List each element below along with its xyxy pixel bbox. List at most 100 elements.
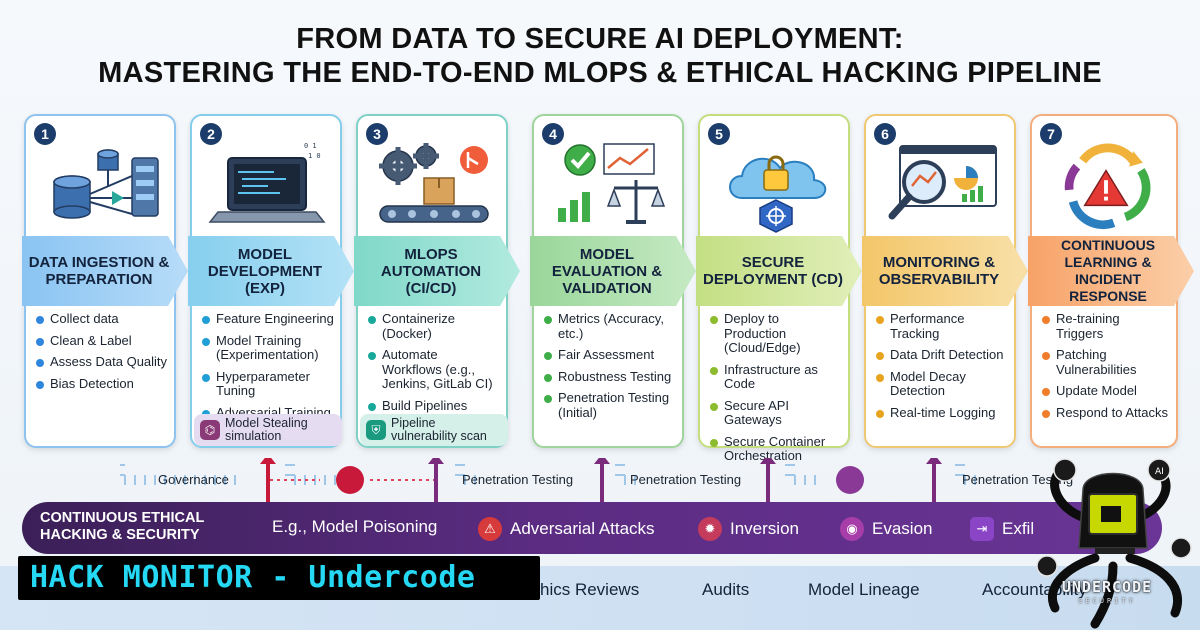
checkmark-chart-scale-icon (546, 136, 674, 236)
list-item: Re-training Triggers (1042, 311, 1170, 341)
stage-number: 1 (34, 123, 56, 145)
governance-item: Model Lineage (808, 580, 920, 599)
lane-label-pentest: Penetration Testing (462, 472, 574, 487)
spy-icon: ⌬ (200, 420, 220, 440)
cloud-lock-icon (712, 136, 840, 236)
stage-number: 5 (708, 123, 730, 145)
list-item: Performance Tracking (876, 311, 1008, 341)
watermark-text: HACK MONITOR - Undercode (30, 560, 476, 595)
note-label: Model Stealing simulation (225, 416, 308, 443)
lane-label-governance: Governance (158, 472, 229, 487)
stage-title: Continuous Learning & Incident Response (1028, 236, 1194, 306)
ethics-item: ✹ Inversion (698, 517, 799, 541)
ethics-item-label: E.g., Model Poisoning (272, 517, 438, 536)
stage-items: Re-training Triggers Patching Vulnerabil… (1042, 311, 1170, 427)
watermark-banner: HACK MONITOR - Undercode (18, 556, 540, 600)
warning-icon: ⚠ (478, 517, 502, 541)
stage-number: 7 (1040, 123, 1062, 145)
stage-card-1: 1 Data Ingestion & Preparation Collect d… (22, 114, 188, 448)
list-item: Bias Detection (36, 376, 168, 392)
list-item: Clean & Label (36, 333, 168, 349)
list-item: Respond to Attacks (1042, 405, 1170, 421)
page-title: FROM DATA TO SECURE AI DEPLOYMENT: MASTE… (0, 22, 1200, 90)
title-line-2: MASTERING THE END-TO-END MLOPS & ETHICAL… (98, 57, 1102, 89)
undercode-logo-sub: SECURITY (1078, 597, 1136, 605)
gears-conveyor-icon (370, 136, 498, 236)
governance-item: hics Reviews (540, 580, 640, 599)
ethics-item: ◉ Evasion (840, 517, 932, 541)
stage-items: Collect data Clean & Label Assess Data Q… (36, 311, 168, 398)
stage-title: Monitoring & Observability (862, 236, 1028, 306)
stage-card-7: 7 Continuous Learning & Incident Respons… (1028, 114, 1194, 448)
list-item: Infrastructure as Code (710, 362, 842, 392)
ethics-item-label: Exfil (1002, 519, 1035, 538)
magnifier-dashboard-icon (878, 136, 1006, 236)
list-item: Real-time Logging (876, 405, 1008, 421)
stage-number: 6 (874, 123, 896, 145)
stage-card-5: 5 Secure Deployment (CD) Deploy to Produ… (696, 114, 862, 463)
ethics-item-label: Evasion (872, 519, 933, 538)
ethics-item-label: Inversion (730, 519, 799, 538)
ethics-item: E.g., Model Poisoning (272, 517, 437, 537)
stage-number: 3 (366, 123, 388, 145)
list-item: Secure Container Orchestration (710, 434, 842, 464)
flow-arrows (120, 458, 980, 504)
stage-title: MLOps Automation (CI/CD) (354, 236, 520, 306)
list-item: Feature Engineering (202, 311, 334, 327)
octopus-mascot-icon: AI (1036, 458, 1192, 629)
ethics-item: ⚠ Adversarial Attacks (478, 517, 655, 541)
stage-items: Performance Tracking Data Drift Detectio… (876, 311, 1008, 427)
lane-label-pentest: Penetration Testing (630, 472, 742, 487)
cycle-alert-icon (1044, 136, 1168, 236)
stage-note: ⛨ Pipeline vulnerability scan (360, 414, 508, 446)
stage-title: Data Ingestion & Preparation (22, 236, 188, 306)
lane-label-pentest: Penetration Testing (962, 472, 1074, 487)
stage-title: Model Development (EXP) (188, 236, 354, 306)
stage-card-6: 6 Monitoring & Observability Performance… (862, 114, 1028, 448)
note-label: Pipeline vulnerability scan (391, 416, 487, 443)
list-item: Robustness Testing (544, 369, 676, 385)
virus-icon: ✹ (698, 517, 722, 541)
list-item: Data Drift Detection (876, 347, 1008, 363)
exit-icon: ⇥ (970, 517, 994, 541)
list-item: Build Pipelines (368, 398, 500, 414)
stage-card-2: 2 0 11 0 Model Development (EXP) Feature… (188, 114, 354, 448)
list-item: Metrics (Accuracy, etc.) (544, 311, 676, 341)
list-item: Patching Vulnerabilities (1042, 347, 1170, 377)
list-item: Secure API Gateways (710, 398, 842, 428)
list-item: Model Training (Experimentation) (202, 333, 334, 363)
list-item: Assess Data Quality (36, 354, 168, 370)
stage-note: ⌬ Model Stealing simulation (194, 414, 342, 446)
list-item: Automate Workflows (e.g., Jenkins, GitLa… (368, 347, 500, 392)
stage-card-3: 3 MLOps Automation (CI/CD) Containerize … (354, 114, 520, 448)
title-line-1: FROM DATA TO SECURE AI DEPLOYMENT: (296, 23, 904, 55)
stage-card-4: 4 Model Evaluation & Validation Metrics … (530, 114, 696, 448)
svg-text:0 1: 0 1 (304, 142, 317, 150)
list-item: Fair Assessment (544, 347, 676, 363)
ethics-item-label: Adversarial Attacks (510, 519, 655, 538)
eye-icon: ◉ (840, 517, 864, 541)
list-item: Collect data (36, 311, 168, 327)
stage-title: Secure Deployment (CD) (696, 236, 862, 306)
database-icon (38, 136, 166, 236)
ethical-hacking-label: Continuous Ethical Hacking & Security (40, 510, 205, 543)
list-item: Model Decay Detection (876, 369, 1008, 399)
stage-items: Feature Engineering Model Training (Expe… (202, 311, 334, 427)
stage-number: 2 (200, 123, 222, 145)
shield-scan-icon: ⛨ (366, 420, 386, 440)
stage-title: Model Evaluation & Validation (530, 236, 696, 306)
stage-number: 4 (542, 123, 564, 145)
undercode-logo: UNDERCODE (1061, 578, 1153, 596)
stage-items: Containerize (Docker) Automate Workflows… (368, 311, 500, 420)
stage-items: Metrics (Accuracy, etc.) Fair Assessment… (544, 311, 676, 427)
list-item: Hyperparameter Tuning (202, 369, 334, 399)
list-item: Deploy to Production (Cloud/Edge) (710, 311, 842, 356)
list-item: Containerize (Docker) (368, 311, 500, 341)
governance-item: Audits (702, 580, 750, 599)
svg-text:AI: AI (1155, 467, 1164, 477)
list-item: Update Model (1042, 383, 1170, 399)
list-item: Penetration Testing (Initial) (544, 390, 676, 420)
svg-text:1 0: 1 0 (308, 152, 321, 160)
stage-items: Deploy to Production (Cloud/Edge) Infras… (710, 311, 842, 471)
